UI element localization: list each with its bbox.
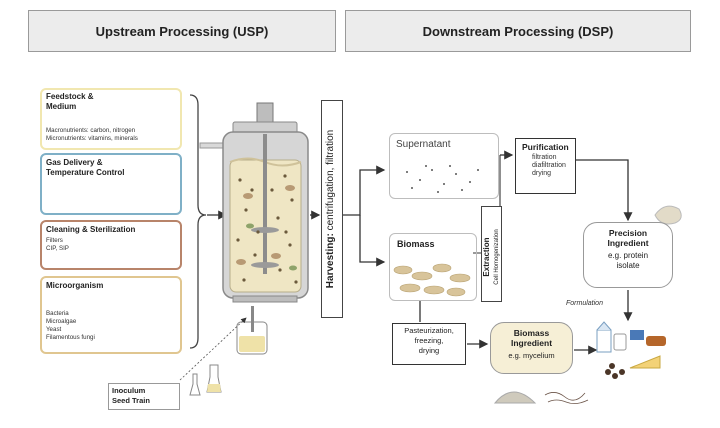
biomass-label: Biomass	[397, 239, 435, 249]
extraction-title: Extraction	[482, 237, 491, 277]
precision-ingredient-box	[583, 222, 673, 288]
supernatant-box	[389, 133, 499, 199]
arrow-purif-to-precision	[576, 159, 633, 222]
extraction-box	[481, 206, 502, 302]
food-products-icon	[596, 321, 666, 379]
extraction-sub: Cell Homogenization	[494, 229, 500, 285]
precision-ingredient-title: Precision Ingredient	[607, 228, 649, 248]
biomass-ingredient-sub: e.g. mycelium	[508, 351, 555, 360]
usp-header: Upstream Processing (USP)	[28, 10, 336, 52]
purification-box	[515, 138, 576, 194]
feedstock-line2: Micronutrients: vitamins, minerals	[46, 135, 138, 142]
microorganism-item-microalgae: Microalgae	[46, 318, 77, 325]
seed-train-flasks	[189, 306, 268, 396]
mycelium-strands-icon	[544, 392, 589, 404]
purification-step-filtration: filtration	[532, 154, 557, 161]
precision-ingredient-sub: e.g. protein isolate	[607, 251, 649, 270]
biomass-box	[389, 233, 477, 301]
harvesting-label: Harvesting: centrifugation, filtration	[325, 99, 339, 319]
harvesting-methods: centrifugation, filtration	[325, 129, 336, 234]
microorganism-title: Microorganism	[46, 281, 104, 290]
purification-step-drying: drying	[532, 170, 552, 177]
biomass-ingredient-box	[490, 322, 573, 374]
extraction-label: Extraction Cell Homogenization	[482, 209, 502, 305]
inoculum-box	[108, 383, 180, 410]
input-bracket	[189, 94, 207, 349]
mycelium-powder-icon	[493, 391, 537, 404]
gas-box	[40, 153, 182, 215]
microorganism-box	[40, 276, 182, 354]
harvesting-box	[321, 100, 343, 318]
supernatant-particles	[406, 165, 479, 193]
reactor-cells	[236, 174, 298, 284]
microorganism-item-bacteria: Bacteria	[46, 310, 69, 317]
harvesting-bold: Harvesting:	[325, 233, 336, 289]
microorganism-item-fungi: Filamentous fungi	[46, 334, 95, 341]
biomass-ingredient-title: Biomass Ingredient	[510, 328, 553, 348]
feedstock-title: Feedstock & Medium	[46, 92, 94, 111]
biomass-pellets	[393, 263, 471, 297]
arrow-harvest-split	[343, 165, 386, 216]
feedstock-line1: Macronutrients: carbon, nitrogen	[46, 127, 136, 134]
dsp-header: Downstream Processing (DSP)	[345, 10, 691, 52]
gas-title: Gas Delivery & Temperature Control	[46, 158, 125, 177]
formulation-label: Formulation	[566, 300, 603, 307]
supernatant-label: Supernatant	[396, 139, 451, 150]
pasteurization-box	[392, 323, 466, 365]
cleaning-box	[40, 220, 182, 270]
cleaning-title: Cleaning & Sterilization	[46, 225, 136, 234]
cleaning-line1: Filters	[46, 237, 63, 244]
cleaning-line2: CIP, SIP	[46, 245, 69, 252]
purification-step-diafiltration: diafiltration	[532, 162, 566, 169]
pasteurization-label: Pasteurization, freezing, drying	[404, 326, 454, 355]
bioreactor-icon	[199, 102, 309, 303]
inoculum-label: Inoculum Seed Train	[112, 386, 150, 405]
purification-title: Purification	[522, 142, 569, 152]
microorganism-item-yeast: Yeast	[46, 326, 62, 333]
arrow-seed-to-reactor	[179, 317, 247, 381]
feedstock-box	[40, 88, 182, 150]
